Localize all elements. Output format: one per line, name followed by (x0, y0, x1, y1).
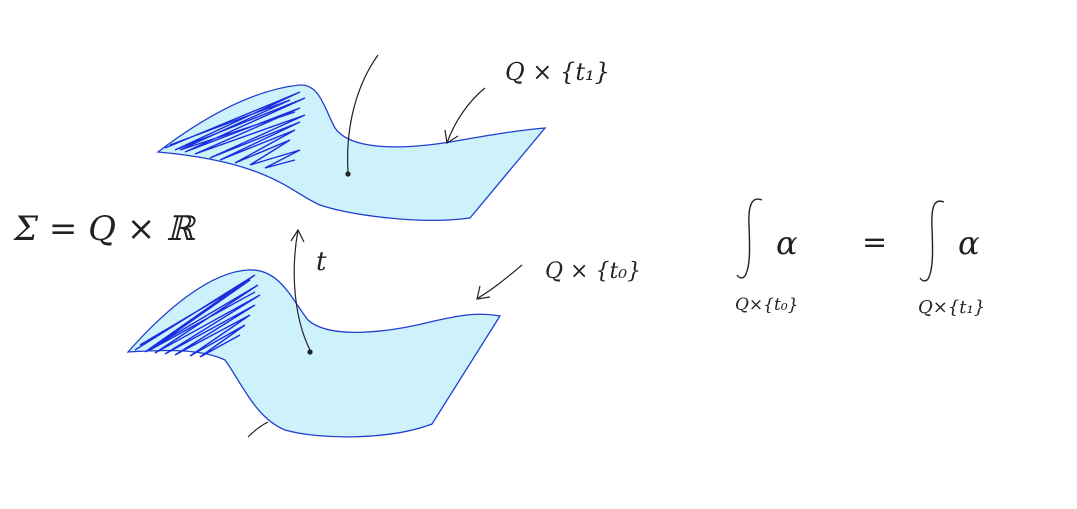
rhs-form: α (958, 224, 980, 262)
lower-bottom-tick (247, 421, 269, 438)
upper-label-arrow (444, 87, 486, 144)
lower-surface-hatch (134, 274, 261, 358)
lower-arrowhead-icon (476, 285, 491, 300)
upper-point (345, 171, 351, 177)
lower-surface (126, 269, 502, 438)
upper-surface (156, 54, 547, 221)
upper-surface-fill (156, 84, 547, 221)
lower-slice-label: Q × {t₀} (545, 259, 641, 284)
lhs-integral-sign (736, 198, 763, 279)
lower-label-arrow (476, 264, 523, 300)
time-parameter-label: t (316, 247, 327, 277)
lower-point (307, 349, 313, 355)
integral-equation: α = α Q×{t₀} Q×{t₁} (735, 198, 985, 318)
sigma-definition: Σ = Q × ℝ (12, 209, 197, 249)
time-curve-stroke (293, 229, 311, 351)
equals-sign: = (862, 225, 887, 260)
time-arrow-icon (290, 228, 305, 243)
time-curve: t (290, 228, 327, 351)
rhs-integral-sign (919, 200, 945, 282)
upper-surface-hatch (164, 91, 306, 169)
upper-arrowhead-icon (444, 129, 459, 144)
upper-slice-label: Q × {t₁} (505, 58, 610, 86)
rhs-domain: Q×{t₁} (918, 297, 985, 318)
upper-pointer-stroke (347, 54, 379, 173)
lhs-domain: Q×{t₀} (735, 295, 798, 315)
lower-surface-fill (126, 269, 502, 438)
lhs-form: α (776, 224, 798, 262)
